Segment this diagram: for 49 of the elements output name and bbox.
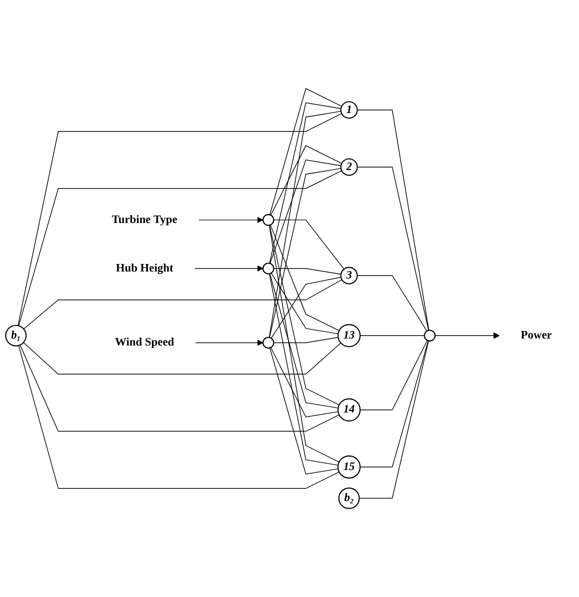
connector xyxy=(273,268,342,275)
connector xyxy=(269,168,342,338)
node-circle: 1 xyxy=(340,101,358,119)
node-circle: b₁ xyxy=(5,324,27,346)
connector xyxy=(360,340,428,410)
node-circle xyxy=(262,336,274,349)
connector xyxy=(358,340,429,499)
node-text: Hub Height xyxy=(116,262,174,274)
arrow xyxy=(198,216,264,224)
node-circle: b₂ xyxy=(338,488,360,509)
arrow xyxy=(434,332,500,339)
connector xyxy=(268,224,340,462)
connector xyxy=(18,345,340,489)
connector xyxy=(270,160,342,264)
connector xyxy=(269,273,338,466)
connector xyxy=(18,113,342,326)
connector xyxy=(269,273,338,408)
connector xyxy=(23,279,342,330)
node-circle: 13 xyxy=(337,324,361,348)
node-text: Turbine Type xyxy=(112,214,178,226)
connector xyxy=(268,110,342,338)
node-circle xyxy=(262,214,274,226)
connector xyxy=(270,145,342,216)
connector xyxy=(269,224,340,406)
node-text: Wind Speed xyxy=(114,336,174,348)
node-circle xyxy=(424,330,436,342)
node-circle: 15 xyxy=(337,455,361,479)
node-circle: 2 xyxy=(340,158,358,176)
connector xyxy=(273,337,338,344)
connector xyxy=(356,110,430,331)
node-circle: 3 xyxy=(340,266,358,284)
node-text: Power xyxy=(520,329,552,342)
arrow xyxy=(195,340,264,346)
node-circle xyxy=(262,262,274,274)
arrow xyxy=(194,265,264,272)
connector xyxy=(269,88,342,216)
connector xyxy=(273,220,344,270)
connector xyxy=(269,102,342,264)
connector xyxy=(270,224,340,332)
connector xyxy=(360,335,425,336)
connector xyxy=(20,344,340,432)
connector xyxy=(18,170,342,326)
node-circle: 14 xyxy=(337,398,361,422)
connector xyxy=(356,166,429,331)
connector xyxy=(356,275,428,332)
connector xyxy=(23,342,342,375)
connector xyxy=(269,348,338,475)
connector xyxy=(270,347,338,418)
connector xyxy=(360,340,429,468)
